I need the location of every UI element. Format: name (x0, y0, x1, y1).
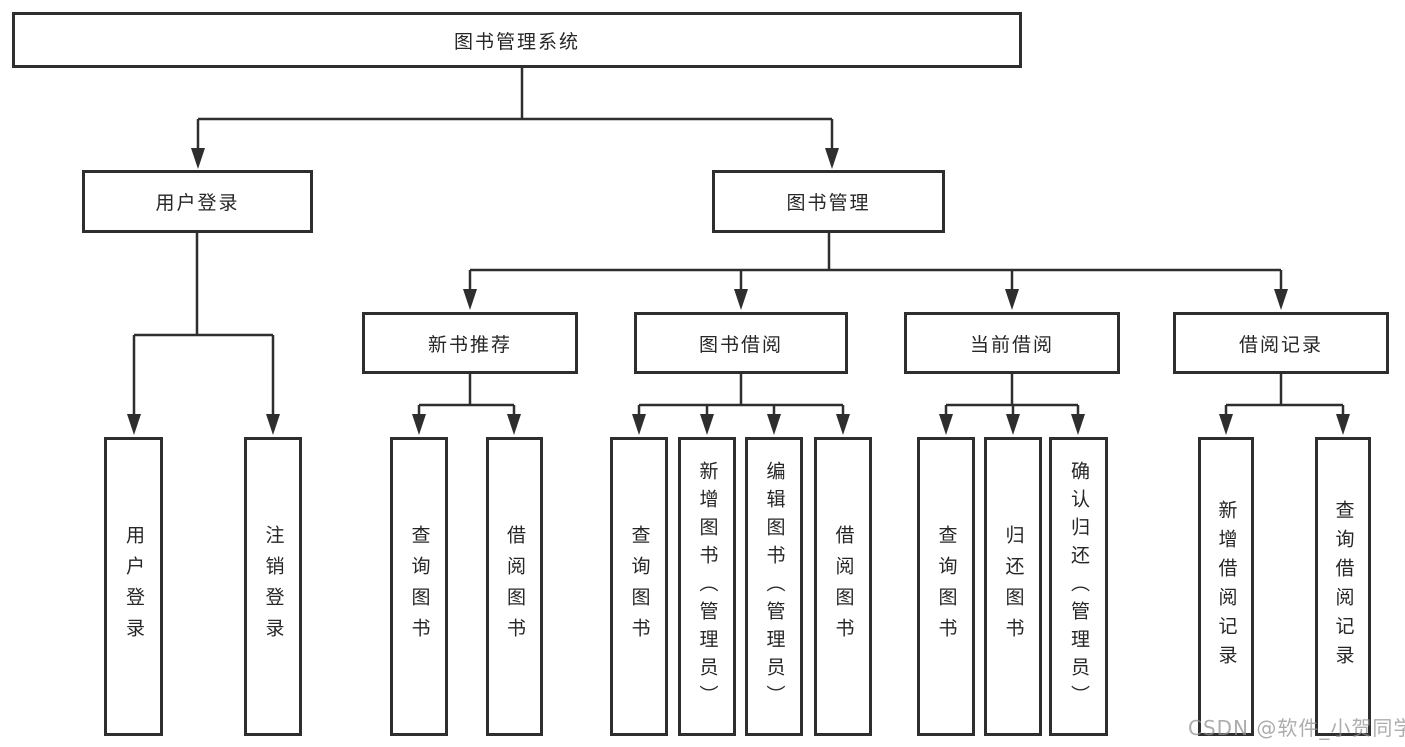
leaf-borrow-books-recommend-label: 借阅图书 (504, 524, 526, 649)
node-new-book-recommend: 新书推荐 (362, 312, 578, 374)
leaf-add-borrow-record-label: 新增借阅记录 (1215, 499, 1238, 674)
leaf-add-borrow-record: 新增借阅记录 (1198, 437, 1254, 736)
leaf-borrow-books-recommend: 借阅图书 (486, 437, 543, 736)
node-library-system: 图书管理系统 (12, 12, 1022, 68)
node-library-system-label: 图书管理系统 (453, 30, 580, 53)
leaf-query-borrow-record: 查询借阅记录 (1315, 437, 1371, 736)
arrowhead-icons (127, 148, 1350, 435)
leaf-query-borrow-record-label: 查询借阅记录 (1332, 499, 1355, 674)
node-current-borrowing: 当前借阅 (904, 312, 1120, 374)
node-book-borrowing: 图书借阅 (634, 312, 848, 374)
leaf-borrow-books: 借阅图书 (814, 437, 872, 736)
leaf-add-book-admin-label: 新增图书（管理员） (696, 460, 719, 713)
node-borrowing-records: 借阅记录 (1173, 312, 1389, 374)
leaf-confirm-return-admin: 确认归还（管理员） (1049, 437, 1108, 736)
leaf-return-books-label: 归还图书 (1002, 524, 1025, 649)
leaf-user-login-label: 用户登录 (123, 524, 145, 649)
leaf-query-books-recommend-label: 查询图书 (408, 524, 431, 649)
csdn-watermark: CSDN @软件_小贺同学 (1188, 716, 1405, 740)
leaf-logout: 注销登录 (244, 437, 302, 736)
leaf-add-book-admin: 新增图书（管理员） (678, 437, 736, 736)
leaf-query-books-borrowing-label: 查询图书 (628, 524, 651, 649)
leaf-edit-book-admin: 编辑图书（管理员） (745, 437, 803, 736)
leaf-confirm-return-admin-label: 确认归还（管理员） (1068, 460, 1090, 713)
leaf-query-books-current: 查询图书 (917, 437, 975, 736)
leaf-borrow-books-label: 借阅图书 (832, 524, 855, 649)
leaf-logout-label: 注销登录 (262, 524, 285, 649)
node-user-login-label: 用户登录 (155, 192, 240, 214)
node-book-borrowing-label: 图书借阅 (698, 333, 783, 356)
node-user-login: 用户登录 (82, 170, 313, 233)
node-book-management-label: 图书管理 (786, 192, 871, 214)
node-current-borrowing-label: 当前借阅 (969, 333, 1054, 356)
leaf-query-books-recommend: 查询图书 (390, 437, 448, 736)
leaf-query-books-borrowing: 查询图书 (610, 437, 668, 736)
node-new-book-recommend-label: 新书推荐 (427, 333, 512, 356)
node-book-management: 图书管理 (712, 170, 945, 233)
leaf-return-books: 归还图书 (984, 437, 1042, 736)
leaf-user-login: 用户登录 (104, 437, 163, 736)
leaf-edit-book-admin-label: 编辑图书（管理员） (763, 460, 786, 713)
node-borrowing-records-label: 借阅记录 (1238, 333, 1323, 356)
leaf-query-books-current-label: 查询图书 (935, 524, 958, 649)
